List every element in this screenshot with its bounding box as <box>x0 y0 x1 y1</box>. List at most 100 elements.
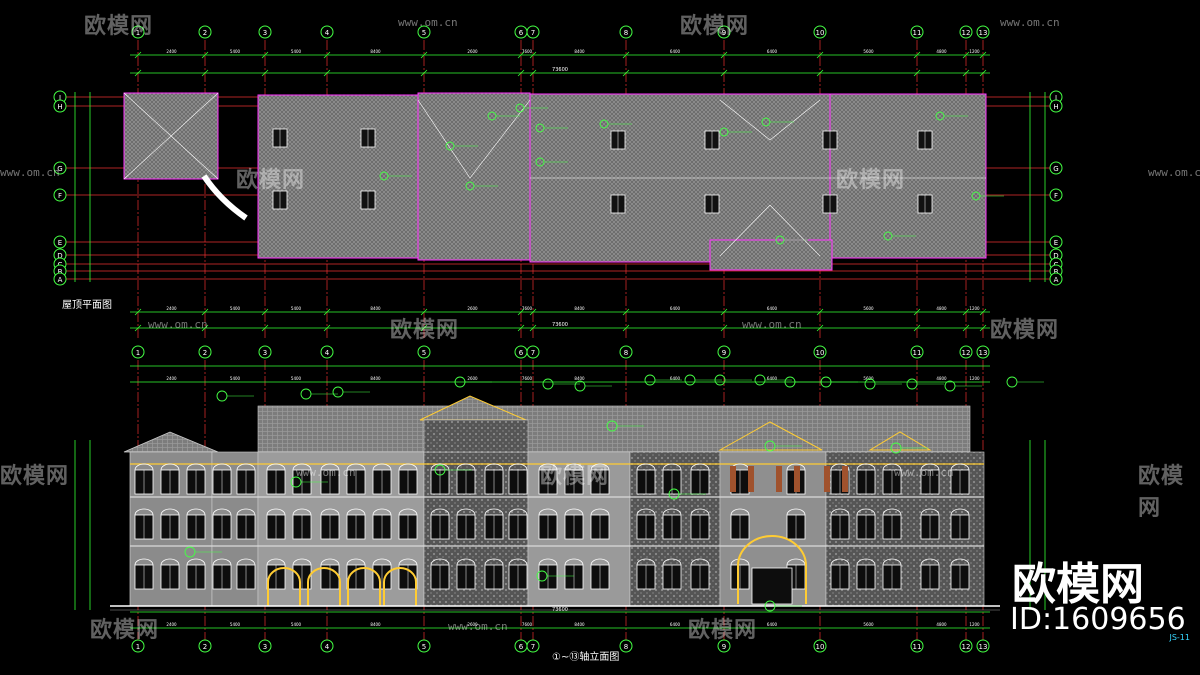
elevation-window-arch <box>538 508 558 516</box>
roof-ridge-lines <box>417 99 986 257</box>
elevation-window-arch <box>830 558 850 566</box>
grid-bubble-label: 5 <box>422 349 426 357</box>
elevation-window-arch <box>590 463 610 471</box>
roof-block <box>257 94 419 259</box>
watermark-brand: 欧模网 <box>1138 464 1185 521</box>
grid-bubbles-layer: 1112223334445556667778889991010101111111… <box>53 25 1063 653</box>
dimension-text: 4800 <box>936 306 947 311</box>
grid-bubble <box>198 345 212 359</box>
grid-bubble <box>131 345 145 359</box>
ground-arch <box>307 567 341 606</box>
elevation-window-arch <box>212 558 232 566</box>
watermark-url: www.om.cn <box>1148 166 1200 179</box>
grid-bubble-label: 13 <box>979 29 988 37</box>
grid-bubble-label: 8 <box>624 643 628 651</box>
elevation-window-arch <box>882 463 902 471</box>
grid-bubble <box>1049 272 1063 286</box>
elevation-window-arch <box>456 558 476 566</box>
elevation-window-arch <box>160 508 180 516</box>
elevation-window-arch <box>564 508 584 516</box>
grid-bubble <box>198 25 212 39</box>
grid-bubble <box>526 345 540 359</box>
dimension-text: 5400 <box>291 306 302 311</box>
annotation-bubble <box>944 380 956 392</box>
dimension-text: 4800 <box>936 376 947 381</box>
grid-bubble <box>813 345 827 359</box>
dimension-tick <box>979 324 987 332</box>
dimension-text: 5400 <box>230 622 241 627</box>
elevation-window-arch <box>882 558 902 566</box>
elevation-window-arch <box>346 508 366 516</box>
ground-arch <box>383 567 417 606</box>
elevation-window-arch <box>430 558 450 566</box>
grid-bubble <box>131 25 145 39</box>
dimension-text: 8400 <box>370 376 381 381</box>
dimension-text: 8400 <box>574 49 585 54</box>
dimension-tick <box>201 51 209 59</box>
grid-bubble <box>619 345 633 359</box>
grid-bubble <box>1049 161 1063 175</box>
dimension-tick <box>962 324 970 332</box>
grid-bubble <box>417 639 431 653</box>
grid-bubble-label: G <box>1053 165 1058 173</box>
dimension-tick <box>420 308 428 316</box>
tower-roof-ridge <box>123 92 219 180</box>
elevation-window-arch <box>538 558 558 566</box>
grid-bubble <box>526 25 540 39</box>
elevation-gable <box>718 421 823 451</box>
dimension-tick <box>913 308 921 316</box>
elevation-window-arch <box>292 558 312 566</box>
annotation-bubble <box>300 388 312 400</box>
grid-bubble <box>53 272 67 286</box>
grid-bubble <box>976 639 990 653</box>
ground-arch <box>267 567 301 606</box>
grid-bubble-label: A <box>58 276 63 284</box>
grid-bubble-label: 10 <box>816 29 825 37</box>
dimension-text: 2400 <box>166 376 177 381</box>
dimension-text: 2400 <box>166 622 177 627</box>
elevation-window-arch <box>856 558 876 566</box>
dimension-text: 8400 <box>574 622 585 627</box>
dimension-tick <box>517 324 525 332</box>
grid-bubble <box>910 25 924 39</box>
dimension-tick <box>134 324 142 332</box>
dimension-text: 5600 <box>863 49 874 54</box>
elevation-window-arch <box>292 463 312 471</box>
elevation-window-arch <box>266 508 286 516</box>
elevation-window-arch <box>856 508 876 516</box>
grid-bubble <box>959 345 973 359</box>
grid-bubble <box>959 639 973 653</box>
grid-bubble-label: 11 <box>913 349 922 357</box>
annotation-bubble <box>216 390 228 402</box>
curved-walkway <box>201 174 248 221</box>
grid-bubble <box>813 25 827 39</box>
dimension-text: 5400 <box>230 306 241 311</box>
elevation-window-arch <box>590 508 610 516</box>
grid-bubble <box>959 25 973 39</box>
grid-bubble-label: D <box>57 252 62 260</box>
grid-bubble-label: 4 <box>325 643 330 651</box>
annotation-bubble <box>644 374 656 386</box>
elevation-window-arch <box>236 508 256 516</box>
dimension-tick <box>323 324 331 332</box>
dimension-text: 6400 <box>767 49 778 54</box>
grid-bubble <box>53 99 67 113</box>
dimension-text: 6400 <box>670 49 681 54</box>
grid-bubble <box>53 161 67 175</box>
grid-bubble <box>1049 188 1063 202</box>
grid-bubble <box>813 639 827 653</box>
entrance-arch <box>737 535 807 604</box>
dimension-tick <box>622 69 630 77</box>
grid-bubble-label: 3 <box>263 643 267 651</box>
dimension-tick <box>720 69 728 77</box>
elevation-window-arch <box>398 463 418 471</box>
grid-bubble-label: E <box>58 239 62 247</box>
grid-bubble-label: 5 <box>422 643 426 651</box>
elevation-window-arch <box>538 463 558 471</box>
grid-bubble-label: 11 <box>913 643 922 651</box>
dimension-text: 5400 <box>230 49 241 54</box>
dimension-tick <box>529 69 537 77</box>
watermark-brand: 欧模网 <box>688 618 758 643</box>
watermark-url: www.om.cn <box>742 318 802 331</box>
elevation-window-arch <box>484 463 504 471</box>
